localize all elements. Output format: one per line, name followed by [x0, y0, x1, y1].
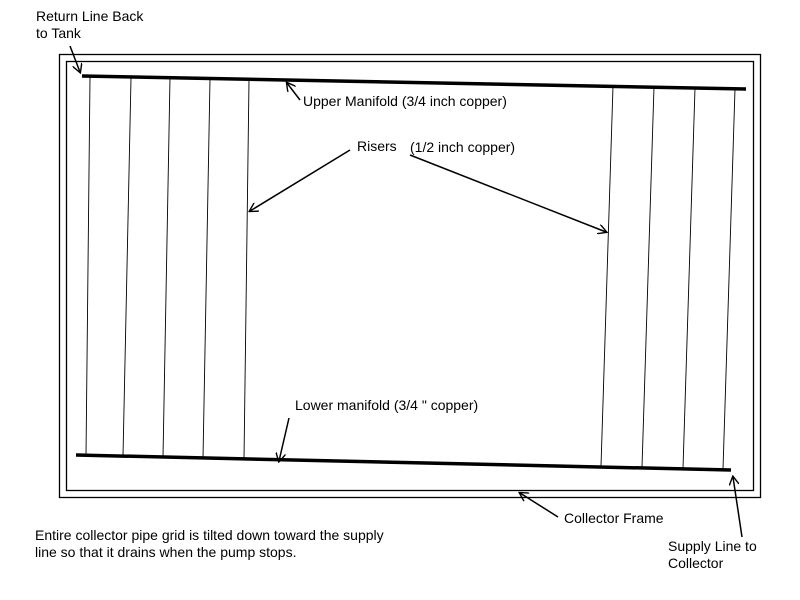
lower-manifold-arrow: [279, 417, 290, 461]
return-line-arrow: [69, 45, 80, 72]
riser: [85, 76, 91, 457]
supply-line-label: Supply Line to Collector: [668, 538, 757, 571]
risers-label: Risers: [357, 138, 397, 154]
riser: [682, 87, 696, 469]
upper-manifold-arrow: [287, 83, 301, 101]
return-line-label: Return Line Back to Tank: [36, 8, 144, 41]
supply-line-arrow: [733, 477, 743, 538]
lower-manifold-label: Lower manifold (3/4 " copper): [295, 397, 479, 413]
upper-manifold: [81, 74, 747, 91]
collector-frame-outer: [58, 53, 762, 499]
upper-manifold-label: Upper Manifold (3/4 inch copper): [303, 93, 507, 109]
collector-frame-label: Collector Frame: [564, 510, 664, 526]
riser: [243, 79, 250, 460]
riser: [162, 77, 171, 458]
risers-spec-label: (1/2 inch copper): [410, 139, 516, 155]
collector-frame-arrow: [520, 493, 559, 518]
risers-arrow-left: [250, 149, 351, 211]
left-risers: [85, 76, 250, 460]
collector-frame-inner: [65, 60, 755, 492]
riser: [641, 86, 655, 468]
lower-manifold: [75, 453, 732, 472]
riser: [722, 88, 736, 470]
right-risers: [600, 85, 736, 470]
tilt-note: Entire collector pipe grid is tilted dow…: [35, 527, 384, 560]
riser: [202, 78, 211, 459]
risers-arrow-right: [409, 154, 606, 232]
riser: [600, 85, 614, 467]
riser: [122, 77, 132, 457]
